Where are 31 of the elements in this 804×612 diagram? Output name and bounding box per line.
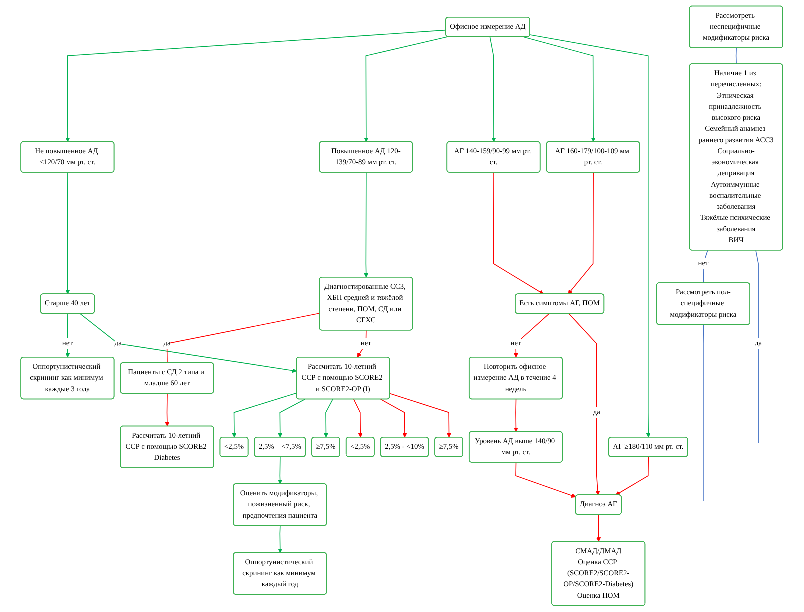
arrow bbox=[568, 314, 600, 496]
arrow bbox=[516, 462, 576, 498]
arrow bbox=[278, 399, 306, 438]
connector bbox=[166, 313, 320, 364]
arrow bbox=[514, 399, 519, 432]
arrow bbox=[364, 36, 448, 142]
arrow bbox=[524, 36, 596, 142]
arrow bbox=[354, 399, 363, 438]
arrow bbox=[530, 34, 651, 438]
arrow bbox=[165, 394, 170, 427]
arrow bbox=[568, 172, 594, 295]
connector bbox=[703, 324, 704, 502]
arrow bbox=[232, 392, 298, 438]
arrow bbox=[390, 393, 452, 438]
connector bbox=[703, 250, 708, 284]
arrow bbox=[80, 314, 298, 374]
arrow bbox=[616, 456, 650, 496]
connector bbox=[756, 250, 759, 444]
arrow bbox=[278, 526, 283, 554]
arrow bbox=[278, 456, 283, 484]
arrow bbox=[324, 399, 334, 438]
arrow bbox=[514, 314, 550, 358]
arrow bbox=[380, 399, 408, 438]
arrow bbox=[490, 36, 496, 142]
arrow bbox=[66, 172, 70, 295]
connector bbox=[736, 48, 737, 65]
arrow bbox=[66, 314, 70, 358]
arrow bbox=[596, 514, 602, 542]
arrow bbox=[364, 172, 369, 278]
arrow bbox=[493, 172, 544, 295]
arrow bbox=[66, 30, 447, 142]
